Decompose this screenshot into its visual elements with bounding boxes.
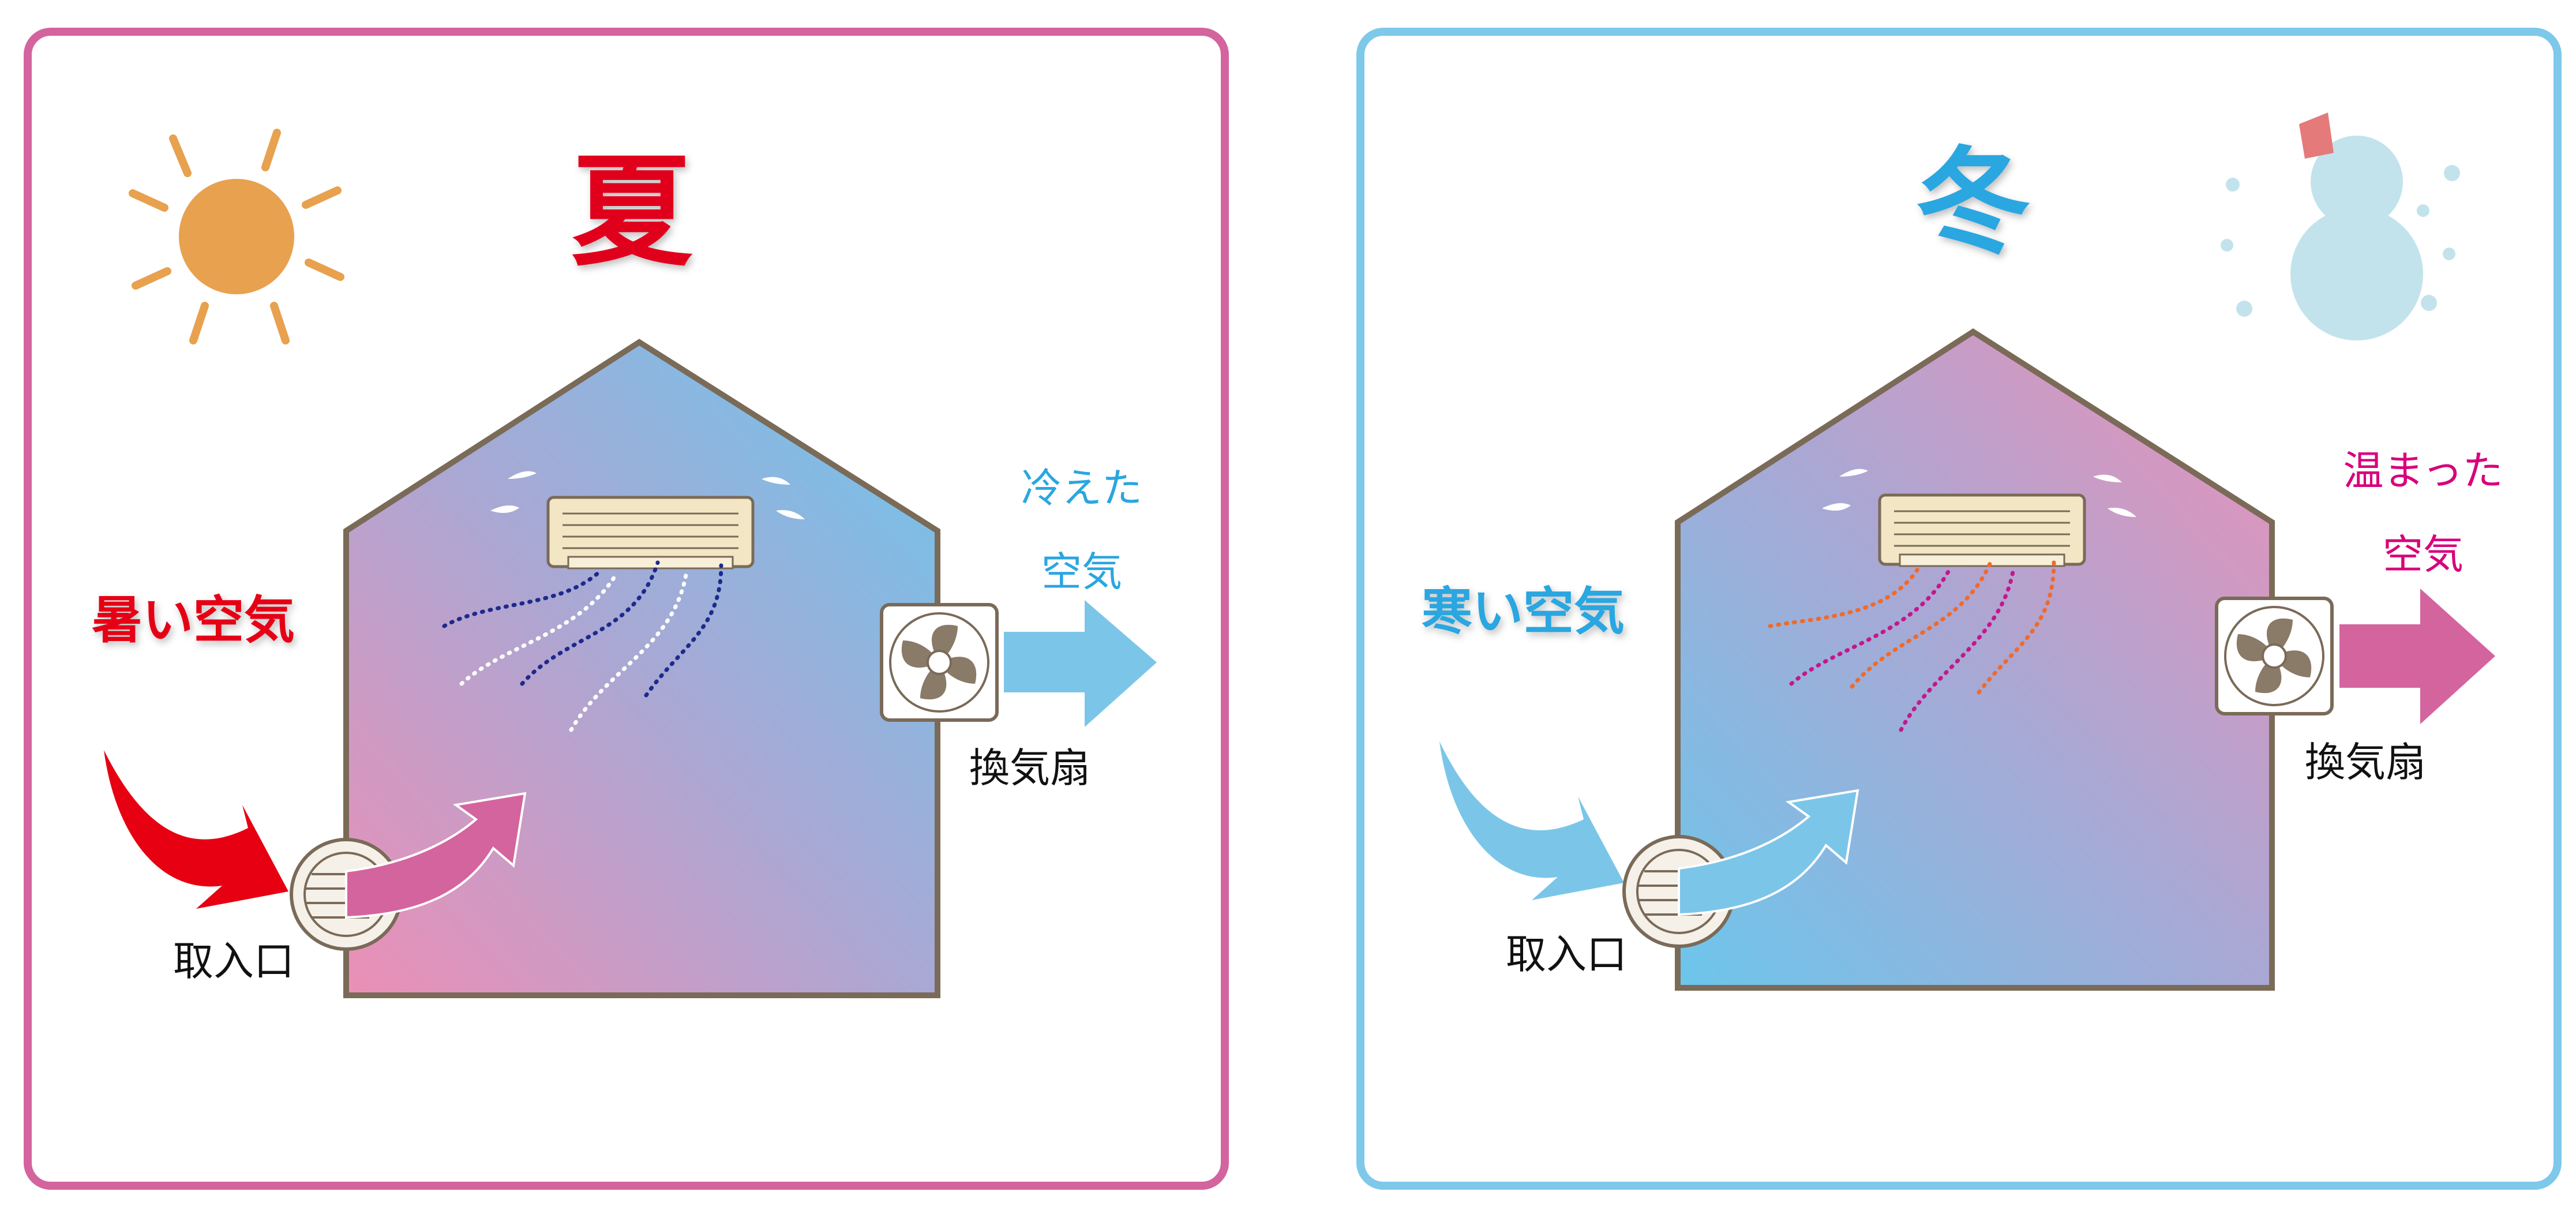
hot-air-arrow [104,750,288,909]
summer-airflow [442,560,723,732]
ventilation-fan-icon [880,603,999,722]
winter-fan-label: 換気扇 [2305,739,2426,786]
winter-airflow [1768,560,2056,732]
winter-exhaust-label-line2: 空気 [2383,531,2463,578]
summer-intake-label: 取入口 [173,938,294,985]
summer-panel: 夏 暑い空気 [24,28,1229,1190]
sun-icon [129,129,344,344]
summer-exhaust-arrow [1004,600,1157,727]
winter-title: 冬 [1915,136,2031,270]
cold-air-arrow [1439,741,1624,900]
winter-exhaust-label-line1: 温まった [2343,447,2503,494]
winter-panel: 冬 寒い空気 [1356,28,2562,1190]
ac-droplets [490,471,805,519]
winter-inside-arrow [1678,789,1859,916]
summer-exhaust-label-line2: 空気 [1041,548,1122,595]
air-conditioner-icon [1878,493,2086,567]
air-conditioner-icon [546,496,755,569]
winter-outside-air-label: 寒い空気 [1422,582,1625,641]
snowman-icon [2221,113,2460,340]
summer-fan-label: 換気扇 [969,744,1090,792]
ac-droplets [1822,469,2136,517]
summer-outside-air-label: 暑い空気 [92,590,295,650]
ventilation-fan-icon [2215,597,2334,715]
summer-title: 夏 [571,141,693,283]
winter-exhaust-arrow [2339,589,2495,724]
summer-inside-arrow [345,792,527,919]
winter-intake-label: 取入口 [1506,931,1627,978]
summer-exhaust-label-line1: 冷えた [1021,464,1142,512]
